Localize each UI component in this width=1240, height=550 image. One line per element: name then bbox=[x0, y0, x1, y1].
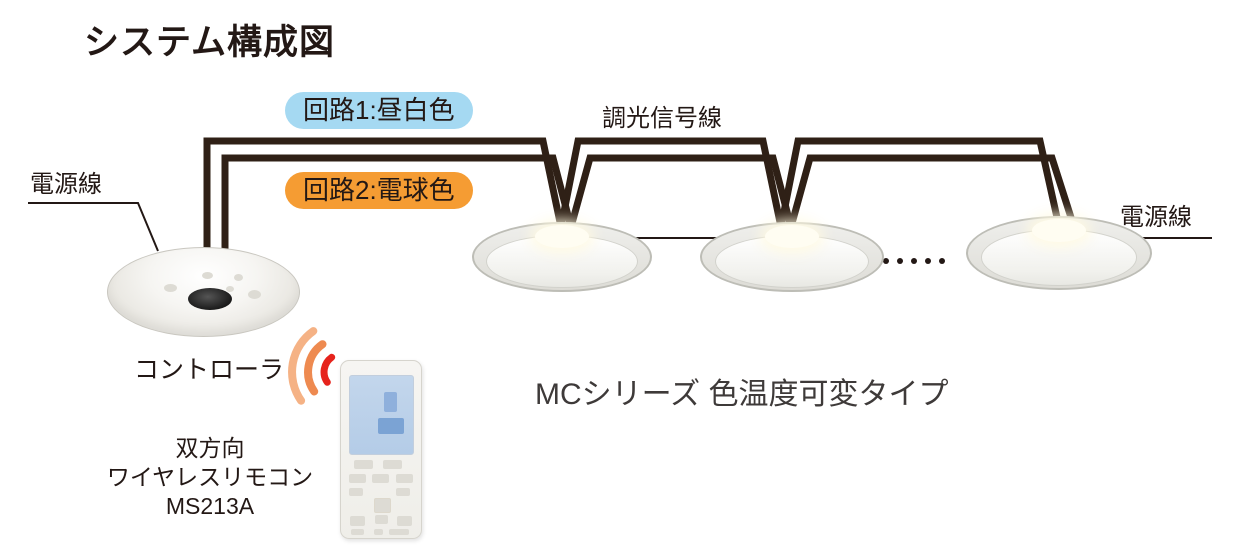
remote-lcd-segment bbox=[384, 392, 397, 412]
series-caption: MCシリーズ 色温度可変タイプ bbox=[535, 378, 949, 411]
remote-button bbox=[354, 460, 373, 469]
ceiling-controller bbox=[107, 247, 300, 337]
remote-button bbox=[351, 529, 364, 535]
downlight-1 bbox=[472, 222, 652, 292]
controller-sensor-icon bbox=[188, 288, 232, 310]
remote-caption-line2: ワイヤレスリモコン bbox=[106, 464, 314, 490]
remote-caption-line1: 双方向 bbox=[175, 435, 245, 461]
page-title: システム構成図 bbox=[84, 23, 335, 62]
remote-button bbox=[374, 498, 391, 513]
controller-label: コントローラ bbox=[134, 356, 285, 384]
circuit2-wire bbox=[221, 154, 1079, 254]
dimming-signal-line-label: 調光信号線 bbox=[602, 105, 722, 132]
remote-button bbox=[396, 474, 413, 483]
power-line-left-leader bbox=[28, 202, 159, 252]
controller-led bbox=[248, 290, 261, 299]
remote-lcd-screen bbox=[349, 375, 414, 455]
circuit1-label: 回路1:昼白色 bbox=[285, 92, 473, 130]
remote-button bbox=[350, 516, 365, 526]
downlight-3 bbox=[966, 216, 1152, 290]
wireless-remote bbox=[340, 360, 422, 539]
remote-button bbox=[372, 474, 389, 483]
downlight-lamp bbox=[1032, 219, 1086, 242]
remote-button bbox=[396, 488, 410, 496]
remote-caption-line3: MS213A bbox=[165, 493, 255, 519]
controller-led bbox=[202, 272, 213, 279]
power-line-right-label: 電源線 bbox=[1120, 204, 1192, 231]
remote-button bbox=[349, 488, 363, 496]
remote-button bbox=[374, 529, 383, 535]
downlight-lamp bbox=[765, 225, 819, 248]
remote-caption: 双方向 ワイヤレスリモコン MS213A bbox=[95, 434, 325, 521]
remote-button bbox=[349, 474, 366, 483]
remote-button bbox=[375, 515, 388, 524]
remote-lcd-segment bbox=[378, 418, 404, 434]
wireless-waves-icon bbox=[288, 327, 336, 405]
power-line-left-label: 電源線 bbox=[30, 171, 102, 198]
controller-led bbox=[164, 284, 177, 292]
remote-button bbox=[383, 460, 402, 469]
circuit1-wire bbox=[203, 137, 1064, 254]
downlight-2 bbox=[700, 222, 884, 292]
circuit2-label: 回路2:電球色 bbox=[285, 172, 473, 210]
remote-button bbox=[397, 516, 412, 526]
controller-led bbox=[234, 274, 243, 281]
continuation-dots-icon bbox=[883, 258, 945, 264]
downlight-lamp bbox=[535, 225, 589, 248]
remote-button bbox=[389, 529, 409, 535]
controller-led bbox=[226, 286, 234, 292]
